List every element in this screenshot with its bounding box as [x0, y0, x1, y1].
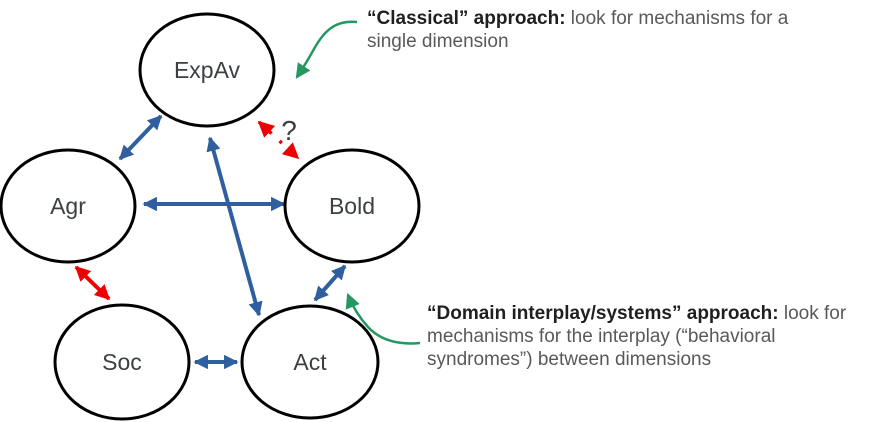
node-soc-label: Soc: [102, 349, 142, 375]
node-bold-label: Bold: [329, 193, 375, 219]
node-agr: Agr: [0, 148, 137, 264]
edge-agr-soc: [74, 265, 111, 301]
edge-expav-act: [206, 136, 263, 317]
node-act: Act: [240, 304, 380, 420]
node-expav-label: ExpAv: [174, 57, 241, 83]
node-expav-ellipse: [138, 12, 276, 128]
annotation-line: “Domain interplay/systems” approach: loo…: [427, 302, 846, 325]
node-soc-ellipse: [53, 303, 191, 421]
edge-expav-agr: [118, 114, 163, 161]
annotation-line: mechanisms for the interplay (“behaviora…: [427, 325, 846, 348]
question-mark-label: ?: [281, 115, 297, 146]
node-soc: Soc: [53, 303, 191, 421]
classical-approach-annotation: “Classical” approach: look for mechanism…: [367, 7, 788, 53]
annotation-text-segment: look for: [778, 303, 847, 324]
node-bold: Bold: [283, 148, 421, 264]
node-agr-ellipse: [0, 148, 137, 264]
edge-expav-bold-dotted: [257, 120, 300, 160]
annotation-bold-segment: “Classical” approach:: [367, 8, 566, 29]
interplay-approach-annotation: “Domain interplay/systems” approach: loo…: [427, 302, 846, 371]
annotation-bold-segment: “Domain interplay/systems” approach:: [427, 303, 779, 324]
annotation-text-segment: syndromes”) between dimensions: [427, 349, 712, 370]
annotation-line: single dimension: [367, 30, 788, 53]
classical-callout-arrow: [295, 20, 358, 79]
annotation-text-segment: mechanisms for the interplay (“behaviora…: [427, 326, 776, 347]
annotation-text-segment: look for mechanisms for a: [565, 8, 789, 29]
node-act-ellipse: [240, 304, 380, 420]
node-act-label: Act: [293, 349, 327, 375]
node-expav: ExpAv: [138, 12, 276, 128]
annotation-line: syndromes”) between dimensions: [427, 348, 846, 371]
annotation-text-segment: single dimension: [367, 31, 509, 52]
node-bold-ellipse: [283, 148, 421, 264]
edge-bold-act: [313, 264, 347, 302]
node-agr-label: Agr: [50, 193, 86, 219]
annotation-line: “Classical” approach: look for mechanism…: [367, 7, 788, 30]
interplay-callout-arrow: [345, 292, 421, 345]
